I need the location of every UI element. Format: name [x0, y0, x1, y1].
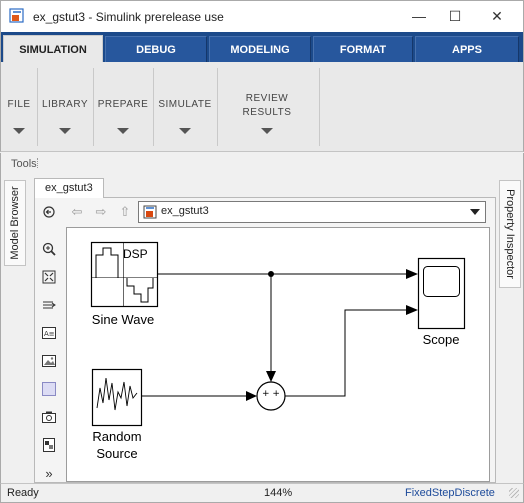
property-inspector-tab[interactable]: Property Inspector	[499, 180, 521, 288]
signal-lines	[141, 273, 407, 397]
screenshot-icon[interactable]	[40, 408, 58, 426]
chevron-down-icon	[261, 128, 273, 134]
signal-line-sum-to-scope	[285, 309, 407, 397]
annotation-icon[interactable]: A≡	[40, 324, 58, 342]
record-icon[interactable]	[40, 436, 58, 454]
area-icon[interactable]	[40, 380, 58, 398]
tools-bar: Tools	[0, 153, 524, 175]
sum-signs: + +	[262, 389, 280, 399]
svg-text:A≡: A≡	[44, 330, 55, 338]
ribbon-tab-strip: SIMULATION DEBUG MODELING FORMAT APPS	[0, 32, 524, 63]
chevron-down-icon	[117, 128, 129, 134]
tab-format[interactable]: FORMAT	[313, 36, 413, 62]
chevron-down-icon[interactable]	[470, 209, 480, 215]
random-source-block[interactable]	[91, 368, 143, 427]
ribbon-group-label: LIBRARY	[41, 99, 89, 110]
document-tab[interactable]: ex_gstut3	[34, 178, 104, 198]
dsp-label: DSP	[123, 247, 148, 261]
ribbon-separator	[153, 68, 154, 146]
random-source-label-line2: Source	[96, 446, 137, 461]
up-button[interactable]: ⇧	[119, 204, 131, 219]
scope-block[interactable]	[417, 257, 466, 330]
solver-link[interactable]: FixedStepDiscrete	[405, 487, 495, 499]
back-button[interactable]: ⇦	[71, 204, 83, 219]
tab-apps[interactable]: APPS	[415, 36, 519, 62]
ribbon-group-file[interactable]: FILE	[3, 66, 35, 148]
address-text: ex_gstut3	[161, 205, 209, 217]
more-icon[interactable]: »	[45, 465, 53, 481]
chevron-down-icon	[179, 128, 191, 134]
window-title: ex_gstut3 - Simulink prerelease use	[33, 10, 224, 24]
title-bar: ex_gstut3 - Simulink prerelease use — ☐ …	[0, 0, 524, 32]
circle-arrow-icon	[43, 206, 55, 218]
fit-to-view-icon[interactable]	[40, 268, 58, 286]
ribbon-separator	[217, 68, 218, 146]
close-button[interactable]: ✕	[491, 7, 503, 24]
ribbon-toolstrip: FILE LIBRARY PREPARE SIMULATE REVIEW RES…	[0, 62, 524, 152]
tools-label: Tools	[11, 158, 37, 170]
ribbon-group-label: PREPARE	[97, 99, 149, 110]
ribbon-separator	[319, 68, 320, 146]
signal-arrowheads	[246, 269, 418, 401]
property-inspector-label: Property Inspector	[504, 189, 516, 279]
scope-label: Scope	[423, 332, 460, 347]
signal-arrows-icon[interactable]	[40, 296, 58, 314]
ribbon-group-label: REVIEW RESULTS	[242, 93, 292, 118]
ribbon-group-library[interactable]: LIBRARY	[39, 66, 91, 148]
minimize-button[interactable]: —	[412, 8, 426, 24]
resize-grip-icon[interactable]	[509, 488, 519, 498]
explorer-bar: ⇦ ⇨ ⇧ ex_gstut3	[36, 200, 494, 224]
tab-debug[interactable]: DEBUG	[105, 36, 207, 62]
zoom-icon[interactable]	[40, 240, 58, 258]
model-icon	[143, 205, 157, 219]
address-bar[interactable]: ex_gstut3	[138, 201, 486, 223]
status-bar: Ready 144% FixedStepDiscrete	[0, 483, 524, 503]
diagram-canvas[interactable]: DSP Sine Wave Random Source Scope + +	[66, 227, 490, 482]
ribbon-group-label: SIMULATE	[158, 99, 212, 110]
palette-toolbar: A≡ »	[36, 226, 62, 482]
simulink-icon	[9, 8, 24, 23]
block-diagram: DSP Sine Wave Random Source Scope + +	[90, 241, 466, 461]
tab-modeling[interactable]: MODELING	[209, 36, 311, 62]
random-source-label-line1: Random	[92, 429, 141, 444]
forward-button[interactable]: ⇨	[95, 204, 107, 219]
status-text: Ready	[7, 487, 39, 499]
branch-point	[268, 271, 274, 277]
grip-icon[interactable]	[37, 158, 39, 168]
ribbon-separator	[37, 68, 38, 146]
chevron-down-icon	[59, 128, 71, 134]
tab-simulation[interactable]: SIMULATION	[3, 35, 103, 63]
model-browser-label: Model Browser	[9, 186, 21, 260]
chevron-down-icon	[13, 128, 25, 134]
ribbon-group-label: FILE	[7, 99, 31, 110]
sine-wave-label: Sine Wave	[92, 312, 154, 327]
ribbon-group-review-results[interactable]: REVIEW RESULTS	[233, 66, 301, 148]
ribbon-separator	[93, 68, 94, 146]
maximize-button[interactable]: ☐	[448, 7, 462, 24]
ribbon-group-prepare[interactable]: PREPARE	[95, 66, 151, 148]
model-browser-tab[interactable]: Model Browser	[4, 180, 26, 266]
sum-block[interactable]: + +	[256, 381, 286, 411]
sine-wave-block[interactable]: DSP	[90, 241, 159, 308]
image-icon[interactable]	[40, 352, 58, 370]
ribbon-group-simulate[interactable]: SIMULATE	[155, 66, 215, 148]
zoom-level: 144%	[264, 487, 293, 499]
hide-show-browser-button[interactable]	[40, 203, 58, 221]
